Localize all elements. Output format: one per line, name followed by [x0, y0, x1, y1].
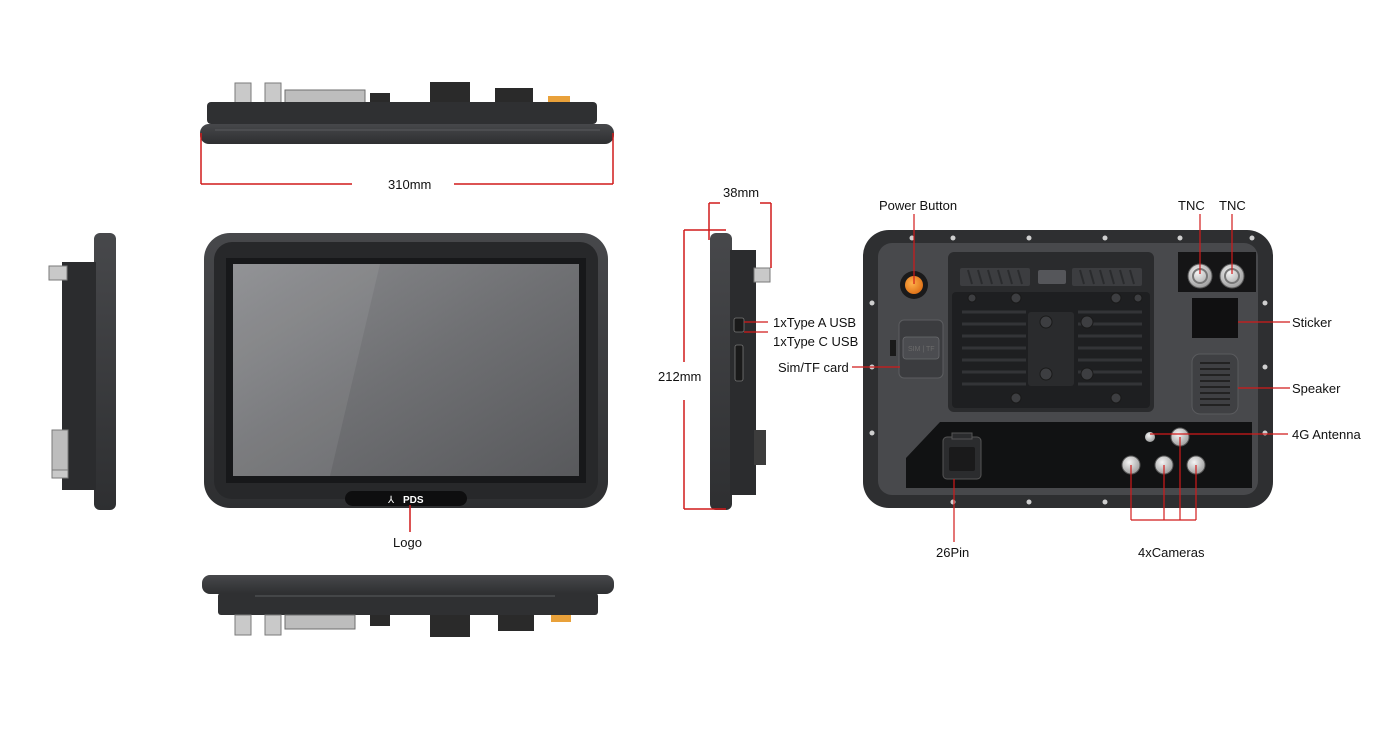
- device-bottom-view: [202, 575, 614, 637]
- sim-tf-label: Sim/TF card: [778, 360, 849, 375]
- plate-ribs: [962, 310, 1142, 386]
- tnc-connector-bottom: [264, 614, 282, 636]
- connector: [754, 430, 766, 465]
- speaker-holes: [1200, 362, 1230, 406]
- screws: [869, 235, 1268, 505]
- tnc-left-label: TNC: [1178, 198, 1205, 213]
- speaker-label: Speaker: [1292, 381, 1341, 396]
- antenna-4g-label: 4G Antenna: [1292, 427, 1361, 442]
- device-front-view: ⅄ PDS: [204, 233, 608, 508]
- sticker-label: Sticker: [1292, 315, 1332, 330]
- vent-lines: [967, 269, 1135, 285]
- device-frame: [710, 233, 732, 510]
- camera-connectors-bottom: [284, 614, 356, 630]
- mount-vents: [960, 268, 1142, 286]
- device-left-side-view: [48, 233, 116, 510]
- pin26-connector-top: [430, 82, 470, 104]
- logo-icon: ⅄: [387, 495, 395, 506]
- device-back-shell: [207, 102, 597, 124]
- camera-connectors-top: [284, 89, 366, 105]
- power-button: [905, 276, 923, 294]
- logo-bar: [345, 491, 467, 506]
- connector: [48, 265, 68, 281]
- device-frame: [202, 575, 614, 594]
- leaders: [852, 214, 1290, 542]
- height-dimension-label: 212mm: [658, 369, 702, 384]
- vesa-screws: [967, 292, 1143, 404]
- pin26-label: 26Pin: [936, 545, 970, 560]
- sim-tf-cover-text: SIM | TF: [908, 346, 935, 353]
- height-dimension: [683, 229, 726, 510]
- sim-tf-slot-side: [734, 344, 744, 382]
- connector: [51, 469, 69, 479]
- depth-dimension-label: 38mm: [723, 185, 760, 200]
- tnc-connector-top: [234, 82, 252, 104]
- usb-c-label: 1xType C USB: [773, 334, 859, 349]
- device-back-shell: [218, 593, 598, 615]
- connector-block: [495, 88, 533, 104]
- device-frame: [200, 124, 614, 144]
- screen: [233, 264, 579, 476]
- tnc-connector-top: [264, 82, 282, 104]
- vesa-center: [1028, 312, 1074, 386]
- width-dimension: [200, 133, 614, 185]
- logo-label: Logo: [393, 535, 422, 550]
- connector-block: [370, 615, 390, 626]
- tnc-connector-bottom: [234, 614, 252, 636]
- usb-ports: [733, 317, 745, 333]
- usb-a-label: 1xType A USB: [773, 315, 857, 330]
- connector: [51, 429, 69, 471]
- width-dimension-label: 310mm: [388, 177, 432, 192]
- tnc-right-label: TNC: [1219, 198, 1246, 213]
- power-button-label: Power Button: [879, 198, 958, 213]
- connector-block: [498, 615, 534, 631]
- pin26-connector-bottom: [430, 615, 470, 637]
- brand-logo-text: PDS: [403, 495, 424, 506]
- power-button-top: [548, 96, 570, 104]
- device-top-view: [200, 82, 614, 144]
- device-right-side-view: [710, 233, 771, 510]
- power-button-bottom: [551, 615, 571, 622]
- connector-block: [370, 93, 390, 104]
- connector: [753, 267, 771, 283]
- device-frame: [94, 233, 116, 510]
- cameras-label: 4xCameras: [1138, 545, 1205, 560]
- sticker-area: [1192, 298, 1238, 338]
- depth-dimension: [708, 202, 772, 268]
- screen-reflection: [233, 264, 380, 476]
- device-back-view: SIM | TF: [863, 230, 1273, 508]
